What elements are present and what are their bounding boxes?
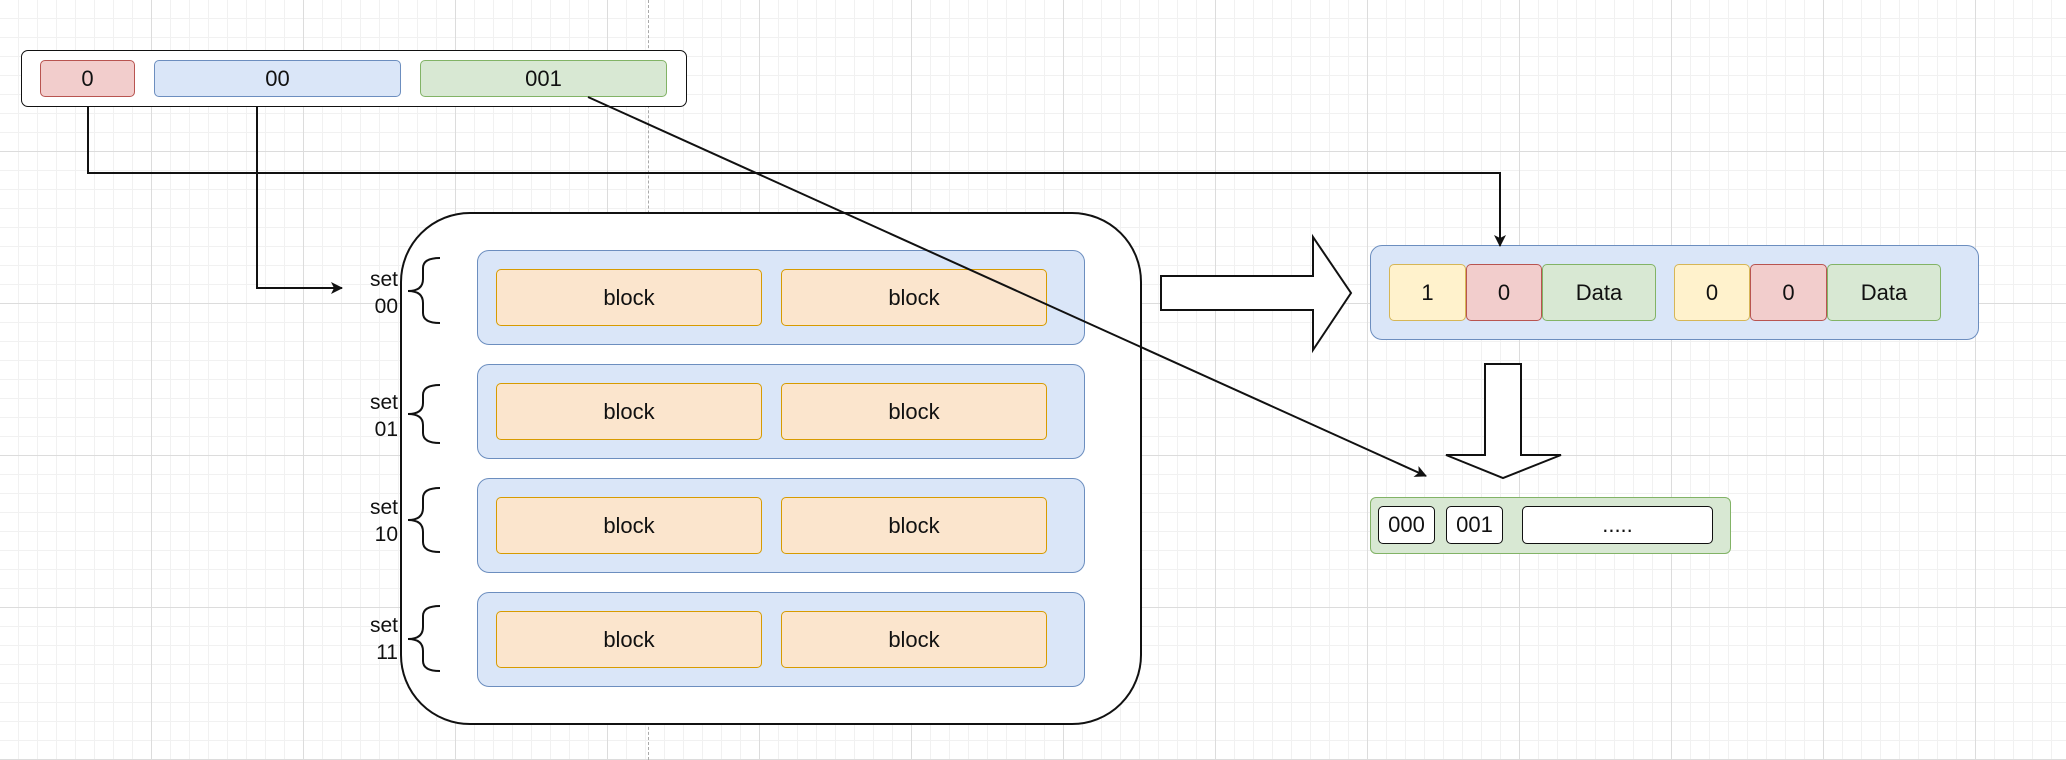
brace-set-10 bbox=[407, 487, 441, 553]
cache-block: block bbox=[781, 497, 1047, 554]
cache-block: block bbox=[496, 383, 762, 440]
offset-connector bbox=[587, 96, 1427, 477]
cache-block: block bbox=[496, 497, 762, 554]
cache-block: block bbox=[781, 383, 1047, 440]
address-offset-field: 001 bbox=[420, 60, 667, 97]
valid-bit-1: 1 bbox=[1389, 264, 1466, 321]
byte-001: 001 bbox=[1446, 506, 1503, 544]
data-field-2: Data bbox=[1827, 264, 1941, 321]
valid-bit-2: 0 bbox=[1674, 264, 1750, 321]
cache-set-10: block block bbox=[477, 478, 1085, 573]
brace-set-01 bbox=[407, 384, 441, 444]
index-connector bbox=[256, 107, 343, 294]
brace-set-11 bbox=[407, 605, 441, 672]
cache-set-01: block block bbox=[477, 364, 1085, 459]
tag-connector bbox=[87, 107, 1506, 247]
cache-set-00: block block bbox=[477, 250, 1085, 345]
arrow-right-icon bbox=[1160, 233, 1353, 354]
cache-block: block bbox=[781, 611, 1047, 668]
tag-bit-1: 0 bbox=[1466, 264, 1542, 321]
remaining-bytes: ..... bbox=[1522, 506, 1713, 544]
cache-block: block bbox=[496, 611, 762, 668]
cache-set-11: block block bbox=[477, 592, 1085, 687]
brace-set-00 bbox=[407, 257, 441, 324]
tag-bit-2: 0 bbox=[1750, 264, 1827, 321]
data-field-1: Data bbox=[1542, 264, 1656, 321]
arrow-down-icon bbox=[1445, 363, 1562, 480]
address-index-field: 00 bbox=[154, 60, 401, 97]
cache-block: block bbox=[496, 269, 762, 326]
address-tag-field: 0 bbox=[40, 60, 135, 97]
cache-block: block bbox=[781, 269, 1047, 326]
byte-000: 000 bbox=[1378, 506, 1435, 544]
